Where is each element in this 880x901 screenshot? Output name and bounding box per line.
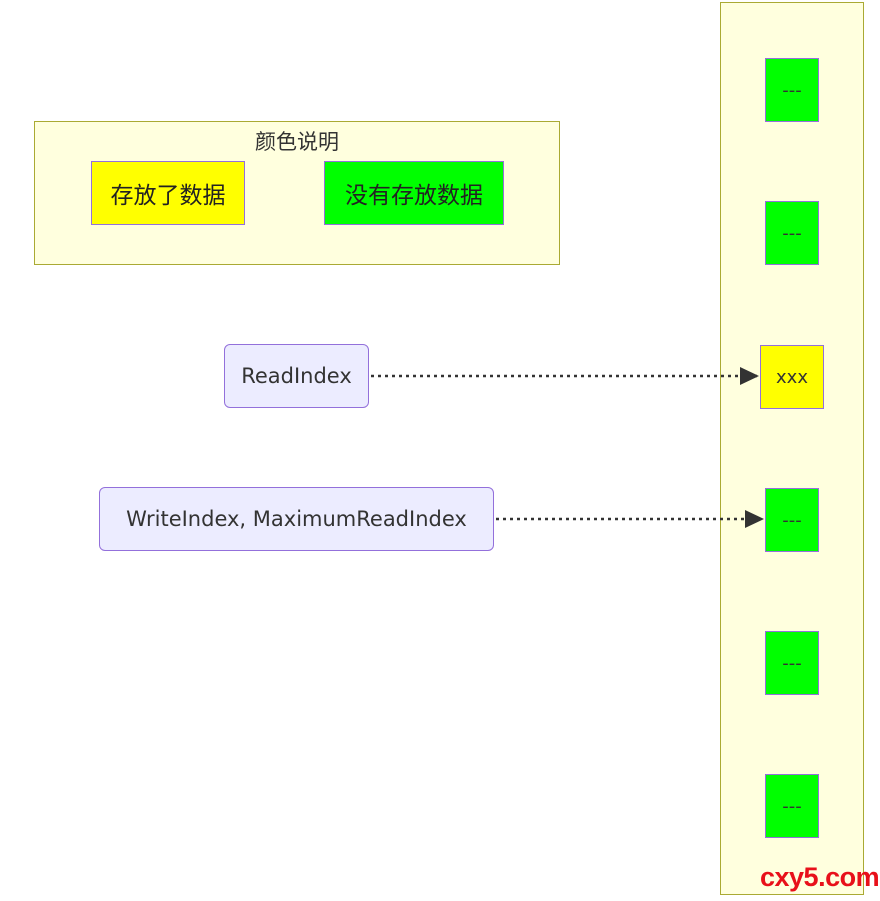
legend-swatch-filled: 存放了数据: [91, 161, 245, 225]
read-index-node: ReadIndex: [224, 344, 369, 408]
buffer-cell: ---: [765, 201, 819, 265]
write-index-node: WriteIndex, MaximumReadIndex: [99, 487, 494, 551]
legend-swatch-empty: 没有存放数据: [324, 161, 504, 225]
legend-cluster: 颜色说明 存放了数据 没有存放数据: [34, 121, 560, 265]
buffer-cell-read: xxx: [760, 345, 824, 409]
legend-title: 颜色说明: [255, 130, 339, 154]
buffer-cluster: --- --- xxx --- --- ---: [720, 2, 864, 895]
watermark-logo: cxy5.com: [760, 862, 880, 892]
write-index-arrowhead: [745, 510, 764, 528]
buffer-cell: ---: [765, 631, 819, 695]
read-index-arrowhead: [740, 367, 759, 385]
buffer-cell-write: ---: [765, 488, 819, 552]
buffer-cell: ---: [765, 774, 819, 838]
buffer-cell: ---: [765, 58, 819, 122]
